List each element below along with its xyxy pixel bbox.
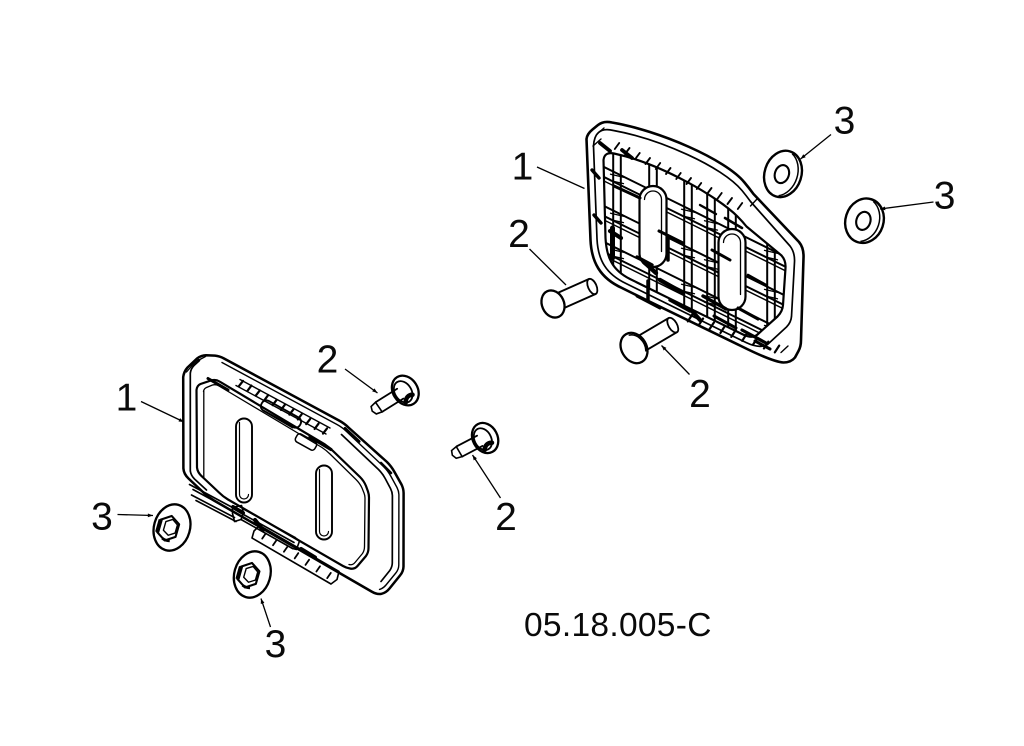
svg-text:3: 3 xyxy=(265,623,287,666)
svg-text:2: 2 xyxy=(689,373,711,416)
svg-text:2: 2 xyxy=(495,496,517,539)
svg-text:3: 3 xyxy=(934,175,956,218)
svg-text:3: 3 xyxy=(834,99,856,142)
svg-text:2: 2 xyxy=(317,338,339,381)
svg-text:1: 1 xyxy=(512,145,534,188)
svg-text:1: 1 xyxy=(116,377,138,420)
svg-text:2: 2 xyxy=(508,213,530,256)
svg-text:3: 3 xyxy=(91,496,113,539)
svg-text:05.18.005-C: 05.18.005-C xyxy=(524,607,712,644)
